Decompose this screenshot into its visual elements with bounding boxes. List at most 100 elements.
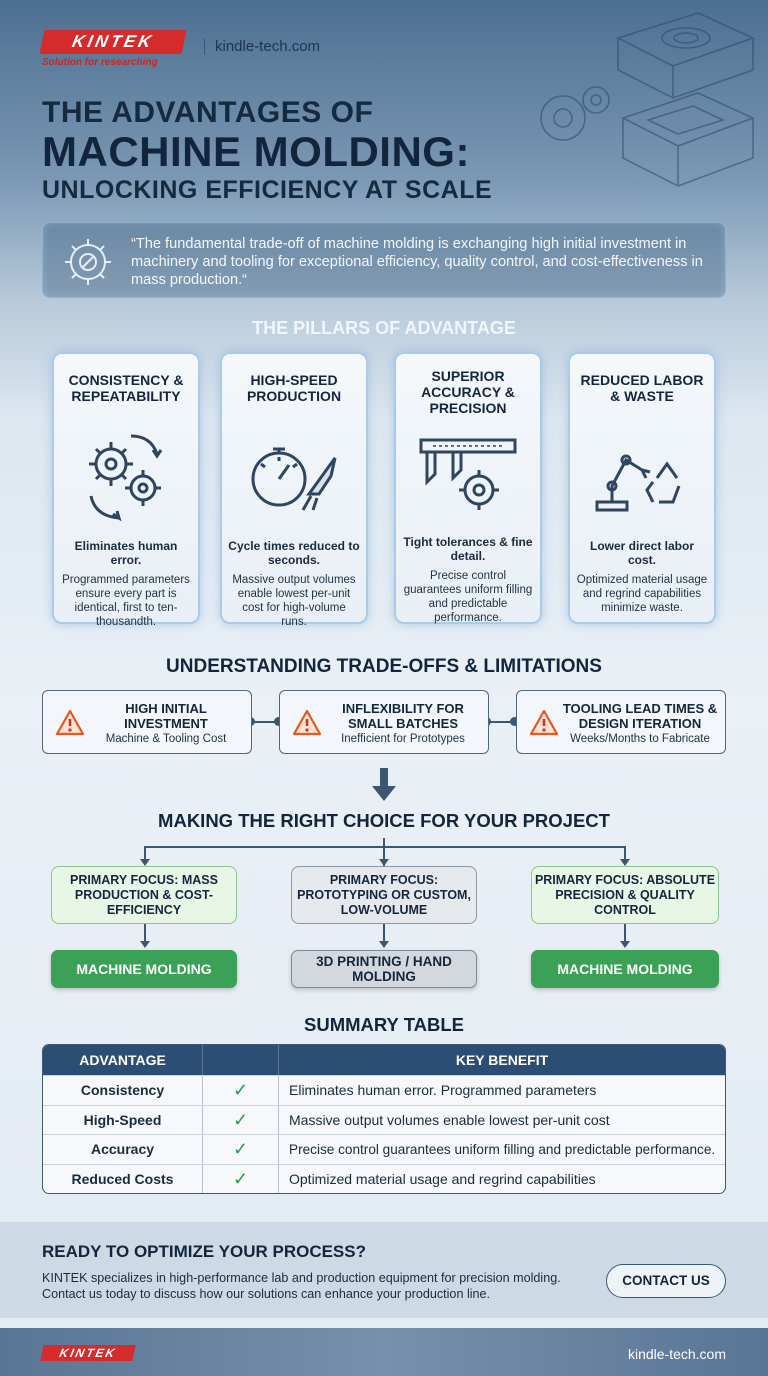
tradeoff-sub: Weeks/Months to Fabricate xyxy=(570,733,710,745)
pillar-card-labor: REDUCED LABOR & WASTE Lower direct labor… xyxy=(568,352,716,624)
cell-benefit: Optimized material usage and regrind cap… xyxy=(289,1170,596,1187)
cell-benefit: Precise control guarantees uniform filli… xyxy=(289,1142,716,1157)
connector-line xyxy=(252,721,280,723)
tradeoff-sub: Inefficient for Prototypes xyxy=(341,733,465,745)
pillar-title: REDUCED LABOR & WASTE xyxy=(580,372,704,404)
warning-icon xyxy=(529,709,559,736)
flow-arrowhead xyxy=(379,941,389,948)
hero-line-1: THE ADVANTAGES OF xyxy=(42,96,374,129)
robot-arm-recycle-icon xyxy=(595,454,681,512)
quote-text: “The fundamental trade-off of machine mo… xyxy=(131,236,703,288)
down-arrow-icon xyxy=(372,768,396,801)
flow-line xyxy=(383,924,385,942)
pillar-lead: Eliminates human error. xyxy=(74,539,178,567)
pillar-title: SUPERIOR ACCURACY & PRECISION xyxy=(421,368,515,416)
tradeoff-card: INFLEXIBILITY FOR SMALL BATCHES Ineffici… xyxy=(279,690,489,754)
flow-arrowhead xyxy=(379,859,389,866)
kintek-logo[interactable]: KINTEK Solution for researching xyxy=(39,30,187,68)
hero-line-2: MACHINE MOLDING: xyxy=(42,128,470,175)
cta-title: READY TO OPTIMIZE YOUR PROCESS? xyxy=(42,1242,366,1261)
connector-line xyxy=(488,721,516,723)
flow-arrowhead xyxy=(620,941,630,948)
cell-advantage: High-Speed xyxy=(43,1105,203,1134)
hero-title: THE ADVANTAGES OF MACHINE MOLDING: UNLOC… xyxy=(42,96,582,206)
check-icon: ✓ xyxy=(203,1135,279,1164)
table-row: Consistency ✓ Eliminates human error. Pr… xyxy=(43,1075,725,1105)
flow-line xyxy=(144,924,146,942)
result-3d-printing: 3D PRINTING / HAND MOLDING xyxy=(291,950,477,988)
tradeoff-sub: Machine & Tooling Cost xyxy=(105,733,227,745)
pillar-desc: Optimized material usage and regrind cap… xyxy=(576,574,708,614)
flow-line xyxy=(144,846,626,848)
connector-dot xyxy=(274,717,283,726)
pillar-card-accuracy: SUPERIOR ACCURACY & PRECISION Tight tole… xyxy=(394,352,542,624)
pillar-desc: Programmed parameters ensure every part … xyxy=(62,574,190,628)
check-icon: ✓ xyxy=(203,1076,279,1105)
warning-icon xyxy=(292,709,322,736)
pillar-desc: Precise control guarantees uniform filli… xyxy=(403,570,533,624)
cell-advantage: Consistency xyxy=(43,1076,203,1105)
gears-cycle-icon xyxy=(89,434,163,522)
table-header: ADVANTAGE KEY BENEFIT xyxy=(43,1045,725,1075)
cell-benefit: Eliminates human error. Programmed param… xyxy=(289,1082,597,1098)
flow-line xyxy=(624,924,626,942)
flow-arrowhead xyxy=(140,941,150,948)
tradeoff-title: HIGH INITIAL INVESTMENT xyxy=(124,701,208,731)
flow-arrowhead xyxy=(140,859,150,866)
focus-box-precision: PRIMARY FOCUS: ABSOLUTE PRECISION & QUAL… xyxy=(531,866,719,924)
connector-dot xyxy=(510,717,519,726)
tradeoff-card: HIGH INITIAL INVESTMENT Machine & Toolin… xyxy=(42,690,252,754)
pillar-lead: Lower direct labor cost. xyxy=(589,539,695,567)
result-machine-molding: MACHINE MOLDING xyxy=(51,950,237,988)
focus-box-mass-production: PRIMARY FOCUS: MASS PRODUCTION & COST-EF… xyxy=(51,866,237,924)
header-key-benefit: KEY BENEFIT xyxy=(455,1052,549,1068)
site-link-top[interactable]: kindle-tech.com xyxy=(204,38,320,55)
footer: KINTEK kindle-tech.com xyxy=(0,1328,768,1376)
table-row: High-Speed ✓ Massive output volumes enab… xyxy=(43,1104,725,1134)
caliper-gear-icon xyxy=(419,438,517,510)
pillar-title: HIGH-SPEED PRODUCTION xyxy=(246,372,342,404)
check-icon: ✓ xyxy=(203,1105,279,1134)
pillar-card-consistency: CONSISTENCY & REPEATABILITY Eliminates h… xyxy=(52,352,200,628)
focus-box-prototyping: PRIMARY FOCUS: PROTOTYPING OR CUSTOM, LO… xyxy=(291,866,477,924)
flow-line xyxy=(144,846,146,860)
header-advantage: ADVANTAGE xyxy=(43,1045,203,1075)
check-icon: ✓ xyxy=(203,1164,279,1193)
cell-advantage: Reduced Costs xyxy=(43,1164,203,1193)
table-row: Reduced Costs ✓ Optimized material usage… xyxy=(43,1163,725,1193)
tradeoffs-title: UNDERSTANDING TRADE-OFFS & LIMITATIONS xyxy=(166,656,602,677)
cta-section: READY TO OPTIMIZE YOUR PROCESS? KINTEK s… xyxy=(0,1222,768,1318)
gear-wrench-icon xyxy=(65,239,111,285)
stopwatch-rocket-icon xyxy=(251,447,337,511)
footer-logo[interactable]: KINTEK xyxy=(40,1345,136,1361)
tradeoff-title: INFLEXIBILITY FOR SMALL BATCHES xyxy=(342,701,464,731)
choice-title: MAKING THE RIGHT CHOICE FOR YOUR PROJECT xyxy=(158,810,610,831)
table-row: Accuracy ✓ Precise control guarantees un… xyxy=(43,1134,725,1164)
summary-title: SUMMARY TABLE xyxy=(304,1014,464,1035)
pillar-desc: Massive output volumes enable lowest per… xyxy=(232,574,356,628)
cell-benefit: Massive output volumes enable lowest per… xyxy=(289,1111,610,1128)
pillar-title: CONSISTENCY & REPEATABILITY xyxy=(68,372,184,404)
contact-us-button[interactable]: CONTACT US xyxy=(606,1264,726,1298)
logo-tagline: Solution for researching xyxy=(42,57,158,68)
logo-wordmark: KINTEK xyxy=(39,30,187,54)
result-machine-molding: MACHINE MOLDING xyxy=(531,950,719,988)
header-check xyxy=(203,1045,279,1075)
hero-line-3: UNLOCKING EFFICIENCY AT SCALE xyxy=(42,176,493,204)
tradeoff-card: TOOLING LEAD TIMES & DESIGN ITERATION We… xyxy=(516,690,726,754)
pillars-title: THE PILLARS OF ADVANTAGE xyxy=(252,318,516,338)
pillar-card-speed: HIGH-SPEED PRODUCTION Cycle times reduce… xyxy=(220,352,368,628)
site-link-footer[interactable]: kindle-tech.com xyxy=(627,1346,726,1362)
warning-icon xyxy=(55,709,85,736)
pillar-lead: Tight tolerances & fine detail. xyxy=(403,535,533,563)
pillar-lead: Cycle times reduced to seconds. xyxy=(228,539,360,567)
tradeoff-title: TOOLING LEAD TIMES & DESIGN ITERATION xyxy=(562,701,718,731)
flow-line xyxy=(383,838,385,866)
flow-line xyxy=(624,846,626,860)
summary-table: ADVANTAGE KEY BENEFIT Consistency ✓ Elim… xyxy=(42,1044,726,1194)
flow-arrowhead xyxy=(620,859,630,866)
cta-text: KINTEK specializes in high-performance l… xyxy=(42,1271,561,1301)
cell-advantage: Accuracy xyxy=(43,1135,203,1164)
quote-box: “The fundamental trade-off of machine mo… xyxy=(42,222,726,298)
mold-machine-illustration xyxy=(540,12,756,188)
